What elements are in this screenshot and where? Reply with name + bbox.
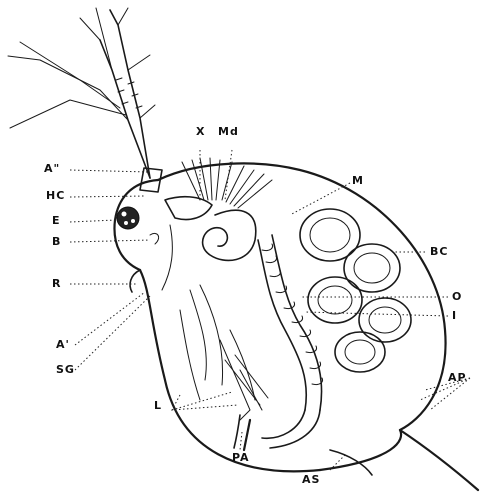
label-r: R bbox=[52, 278, 61, 290]
label-x: X bbox=[196, 126, 205, 138]
leader-lines bbox=[70, 150, 470, 470]
label-m: M bbox=[352, 175, 364, 187]
head-details bbox=[117, 197, 212, 290]
label-hc: HC bbox=[46, 190, 65, 202]
label-as: AS bbox=[302, 474, 320, 486]
label-bc: BC bbox=[430, 246, 448, 258]
label-md: Md bbox=[218, 126, 239, 138]
label-sg: SG bbox=[56, 364, 75, 376]
label-a-prime: A' bbox=[56, 339, 70, 351]
label-b: B bbox=[52, 236, 61, 248]
thoracic-legs bbox=[180, 285, 268, 420]
postabdomen bbox=[234, 415, 372, 475]
label-pa: PA bbox=[232, 452, 250, 464]
label-a-double-prime: A" bbox=[44, 163, 60, 175]
label-ap: AP bbox=[448, 372, 467, 384]
label-l: L bbox=[154, 400, 162, 412]
label-e: E bbox=[52, 215, 61, 227]
intestine bbox=[203, 210, 323, 448]
second-antenna bbox=[8, 8, 162, 192]
label-i: I bbox=[452, 310, 457, 322]
label-o: O bbox=[452, 291, 462, 303]
